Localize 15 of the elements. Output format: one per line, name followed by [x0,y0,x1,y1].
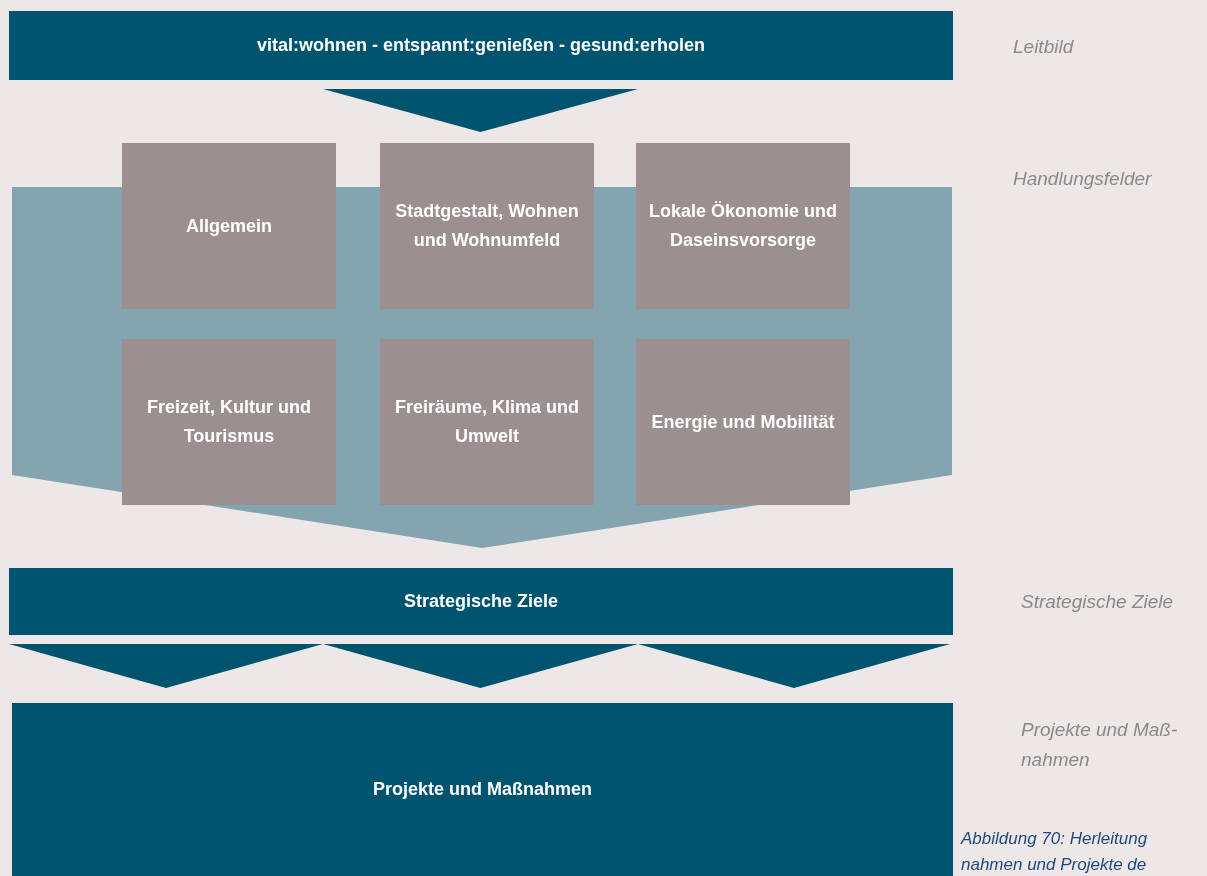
field-box: Allgemein [122,143,336,309]
chevron-arrow [323,644,638,688]
chevron-arrow [9,644,323,688]
side-label: Projekte und Maß- nahmen [1021,718,1179,773]
banner-bar: vital:wohnen - entspannt:genießen - gesund:erholen [9,11,953,80]
banner-bar: Strategische Ziele [9,568,953,635]
side-label: Leitbild [1013,35,1075,59]
banner-bar: Projekte und Maßnahmen [12,703,953,876]
chevron-arrow [323,89,638,132]
side-label: Handlungsfelder [1013,167,1153,191]
field-box: Stadtgestalt, Wohnen und Wohnumfeld [380,143,594,309]
field-box: Lokale Ökonomie und Daseinsvorsorge [636,143,850,309]
chevron-arrow [638,644,950,688]
side-label: Strategische Ziele [1021,590,1175,614]
caption: Abbildung 70: Herleitung nahmen und Projekte de [961,828,1149,876]
